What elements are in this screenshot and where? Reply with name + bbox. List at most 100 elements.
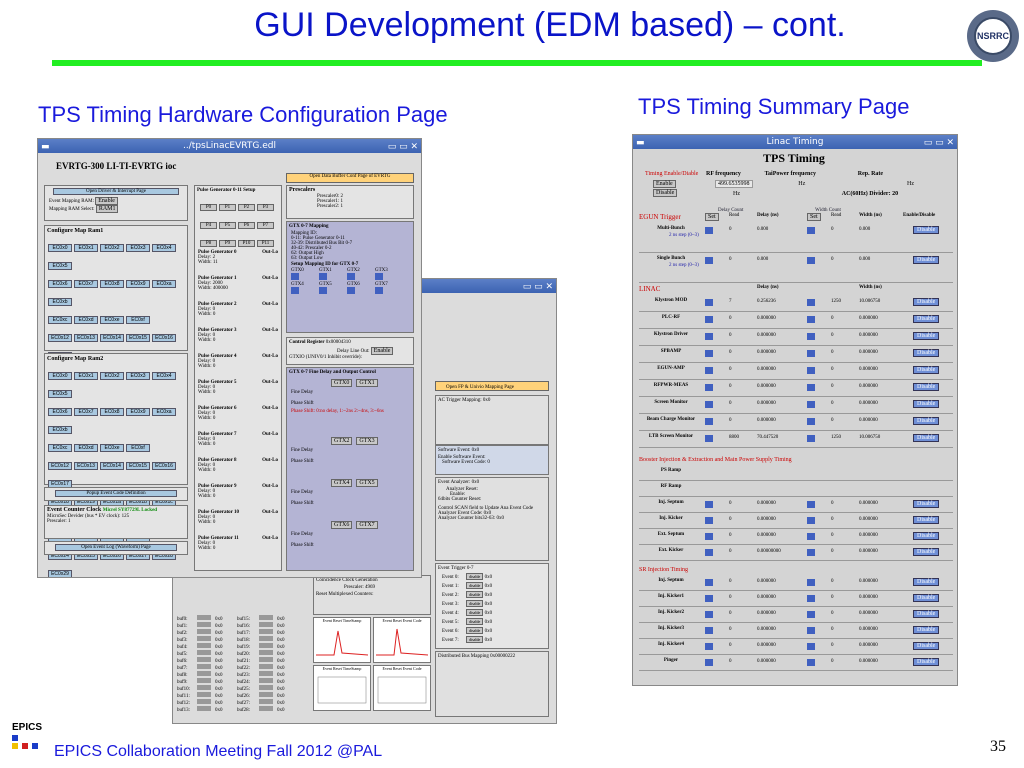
map-ram-event-button[interactable]: EC0xa (152, 280, 176, 288)
pg-select-button[interactable]: P2 (238, 204, 255, 211)
map-ram-event-button[interactable]: EC0xc (48, 444, 72, 452)
disable-button[interactable]: Disable (913, 516, 940, 524)
pg-select-button[interactable]: P9 (219, 240, 236, 247)
map-ram-event-button[interactable]: EC0x0 (48, 244, 72, 252)
set-indicator[interactable] (705, 401, 713, 408)
map-ram-event-button[interactable]: EC0x9 (126, 280, 150, 288)
disable-button[interactable]: Disable (913, 400, 940, 408)
set-indicator[interactable] (705, 643, 713, 650)
width-set-indicator[interactable] (807, 517, 815, 524)
pg-select-button[interactable]: P8 (200, 240, 217, 247)
map-ram-event-button[interactable]: EC0x7 (74, 408, 98, 416)
set-indicator[interactable] (705, 367, 713, 374)
set-indicator[interactable] (705, 595, 713, 602)
event-trigger-toggle[interactable]: disable (466, 618, 484, 625)
width-set-indicator[interactable] (807, 367, 815, 374)
set-indicator[interactable] (705, 435, 713, 442)
map-ram-event-button[interactable]: EC0x13 (74, 334, 98, 342)
window-controls-icon[interactable]: ▭ ▭ ✕ (923, 138, 954, 148)
disable-button[interactable]: Disable (913, 383, 940, 391)
disable-button[interactable]: Disable (913, 434, 940, 442)
map-ram-event-button[interactable]: EC0x0 (48, 372, 72, 380)
map-ram-event-button[interactable]: EC0x29 (48, 570, 72, 577)
width-set-indicator[interactable] (807, 549, 815, 556)
gtx-map-value[interactable] (319, 273, 327, 280)
map-ram-event-button[interactable]: EC0x1 (74, 372, 98, 380)
pg-select-button[interactable]: P1 (219, 204, 236, 211)
map-ram-event-button[interactable]: EC0xb (48, 426, 72, 434)
window-controls-icon[interactable]: ▭ ▭ ✕ (387, 142, 418, 152)
gtx-map-value[interactable] (347, 287, 355, 294)
set-indicator[interactable] (705, 418, 713, 425)
set-indicator[interactable] (705, 579, 713, 586)
map-ram-event-button[interactable]: EC0x12 (48, 462, 72, 470)
width-set-indicator[interactable] (807, 595, 815, 602)
map-ram-event-button[interactable]: EC0x14 (100, 462, 124, 470)
width-set-indicator[interactable] (807, 316, 815, 323)
set-indicator[interactable] (705, 227, 713, 234)
disable-button[interactable]: Disable (913, 594, 940, 602)
event-trigger-toggle[interactable]: disable (466, 591, 484, 598)
enable-button[interactable]: Enable (95, 197, 118, 205)
disable-button[interactable]: Disable (913, 256, 940, 264)
width-set-indicator[interactable] (807, 257, 815, 264)
summary-window-titlebar[interactable]: ▬ Linac Timing ▭ ▭ ✕ (633, 135, 957, 149)
disable-button[interactable]: Disable (913, 315, 940, 323)
width-set-indicator[interactable] (807, 384, 815, 391)
map-ram-event-button[interactable]: EC0x9 (126, 408, 150, 416)
disable-button[interactable]: Disable (913, 658, 940, 666)
set-indicator[interactable] (705, 501, 713, 508)
disable-button[interactable]: Disable (913, 349, 940, 357)
width-set-indicator[interactable] (807, 501, 815, 508)
map-ram-event-button[interactable]: EC0xb (48, 298, 72, 306)
set-indicator[interactable] (705, 517, 713, 524)
set-indicator[interactable] (705, 627, 713, 634)
map-ram-event-button[interactable]: EC0x13 (74, 462, 98, 470)
map-ram-event-button[interactable]: EC0x4 (152, 372, 176, 380)
open-event-log-button[interactable]: Open Event Log (Waveform) Page (55, 544, 177, 551)
set-indicator[interactable] (705, 333, 713, 340)
width-set-indicator[interactable] (807, 659, 815, 666)
width-set-indicator[interactable] (807, 579, 815, 586)
open-fp-button[interactable]: Open FP & Univio Mapping Page (435, 381, 549, 391)
disable-button[interactable]: Disable (913, 332, 940, 340)
width-set-indicator[interactable] (807, 611, 815, 618)
map-ram-event-button[interactable]: EC0x15 (126, 334, 150, 342)
map-ram-event-button[interactable]: EC0xe (100, 444, 124, 452)
width-set-indicator[interactable] (807, 627, 815, 634)
set-indicator[interactable] (705, 299, 713, 306)
set-indicator[interactable] (705, 350, 713, 357)
gtx-map-value[interactable] (375, 273, 383, 280)
disable-button[interactable]: Disable (913, 642, 940, 650)
map-ram-event-button[interactable]: EC0x4 (152, 244, 176, 252)
timing-disable-button[interactable]: Disable (653, 189, 678, 197)
pg-select-button[interactable]: P5 (219, 222, 236, 229)
gtx-map-value[interactable] (291, 287, 299, 294)
width-set-indicator[interactable] (807, 435, 815, 442)
pg-select-button[interactable]: P6 (238, 222, 255, 229)
disable-button[interactable]: Disable (913, 626, 940, 634)
disable-button[interactable]: Disable (913, 500, 940, 508)
open-driver-button[interactable]: Open Driver & Interrupt Page (53, 188, 179, 195)
map-ram-event-button[interactable]: EC0x6 (48, 280, 72, 288)
map-ram-event-button[interactable]: EC0x8 (100, 280, 124, 288)
event-trigger-toggle[interactable]: disable (466, 582, 484, 589)
window-menu-icon[interactable]: ▬ (41, 142, 50, 152)
map-ram-event-button[interactable]: EC0xd (74, 444, 98, 452)
event-trigger-toggle[interactable]: disable (466, 573, 484, 580)
width-set-indicator[interactable] (807, 350, 815, 357)
map-ram-event-button[interactable]: EC0x2 (100, 244, 124, 252)
gtx-map-value[interactable] (375, 287, 383, 294)
set-indicator[interactable] (705, 316, 713, 323)
pg-select-button[interactable]: P3 (257, 204, 274, 211)
gtx-map-value[interactable] (291, 273, 299, 280)
disable-button[interactable]: Disable (913, 610, 940, 618)
gtx-map-value[interactable] (319, 287, 327, 294)
map-ram-event-button[interactable]: EC0x2 (100, 372, 124, 380)
set-indicator[interactable] (705, 533, 713, 540)
set-indicator[interactable] (705, 659, 713, 666)
disable-button[interactable]: Disable (913, 578, 940, 586)
disable-button[interactable]: Disable (913, 532, 940, 540)
config-window-titlebar[interactable]: ▬ ../tpsLinacEVRTG.edl ▭ ▭ ✕ (38, 139, 421, 153)
map-ram-event-button[interactable]: EC0x15 (126, 462, 150, 470)
